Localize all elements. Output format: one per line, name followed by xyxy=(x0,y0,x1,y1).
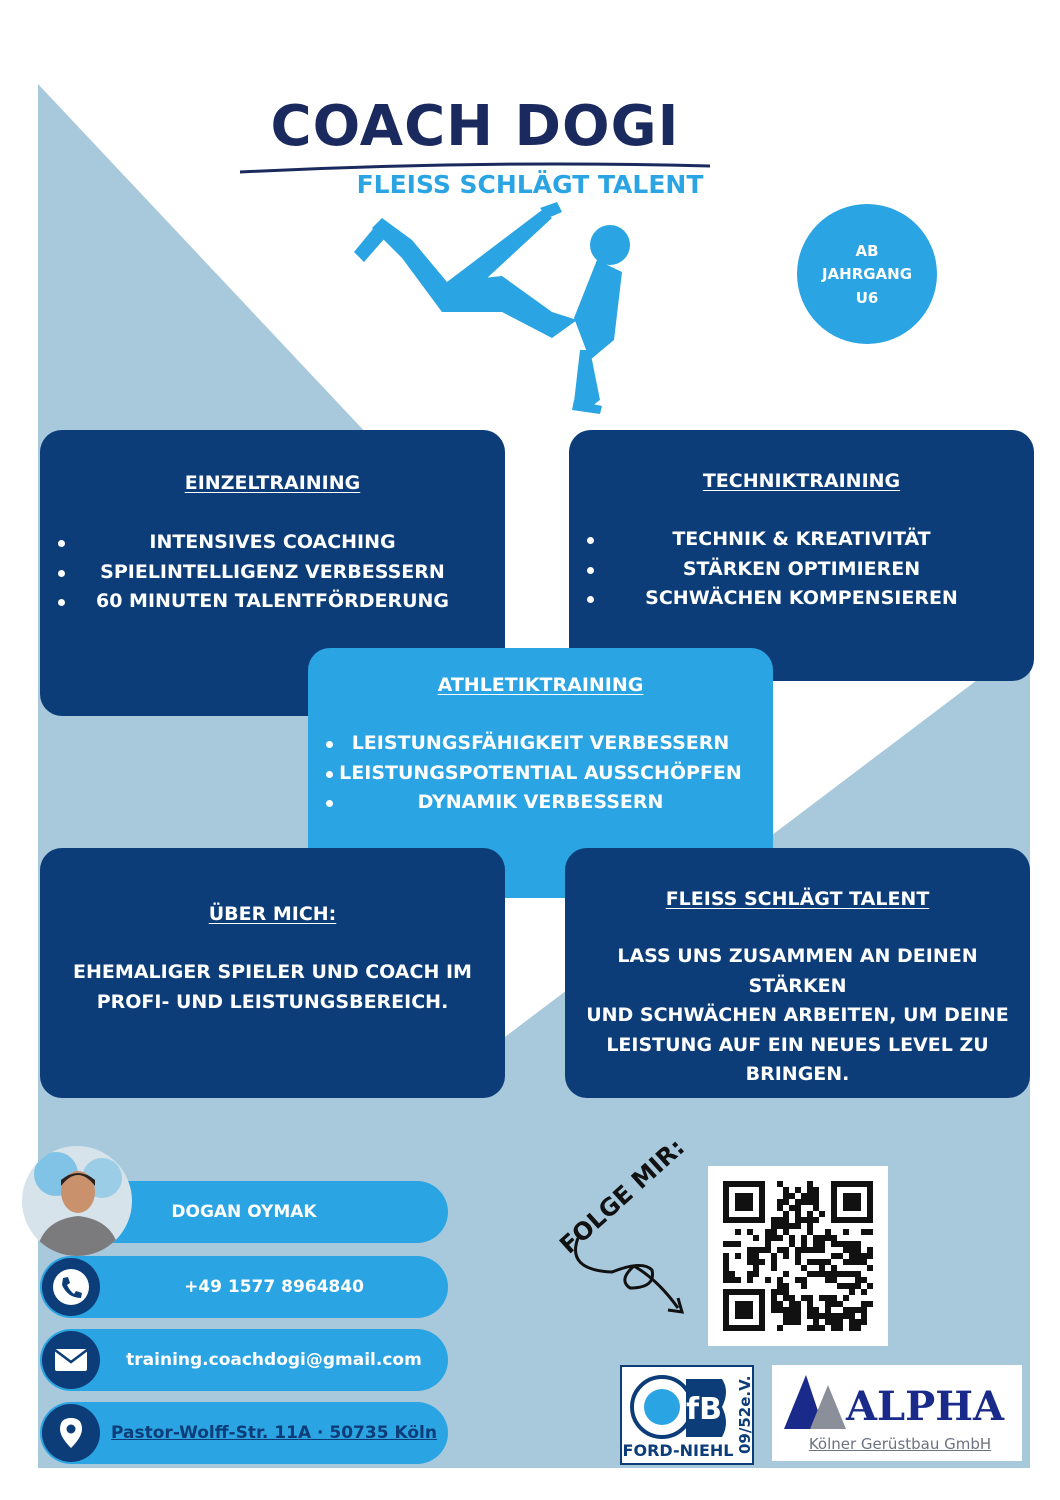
logo-tagline: FLEISS SCHLÄGT TALENT xyxy=(356,170,704,199)
card-einzeltraining: EINZELTRAINING INTENSIVES COACHING SPIEL… xyxy=(40,430,505,716)
club-year: 09/52e.V. xyxy=(736,1375,754,1455)
bullet-list: INTENSIVES COACHING SPIELINTELLIGENZ VER… xyxy=(40,528,505,617)
card-title: FLEISS SCHLÄGT TALENT xyxy=(665,888,930,910)
logo-swoosh xyxy=(239,162,711,174)
sponsor-alpha: ALPHA Kölner Gerüstbau GmbH xyxy=(772,1365,1022,1461)
alpha-logo-icon xyxy=(784,1375,846,1429)
list-item: SCHWÄCHEN KOMPENSIEREN xyxy=(569,584,1034,614)
qr-code[interactable] xyxy=(708,1166,888,1346)
logo-brand: COACH DOGI xyxy=(270,94,680,159)
card-title: ÜBER MICH: xyxy=(208,903,337,925)
address-pill[interactable]: Pastor-Wolff-Str. 11A · 50735 Köln xyxy=(40,1402,448,1464)
list-item: STÄRKEN OPTIMIEREN xyxy=(569,555,1034,585)
list-item: TECHNIK & KREATIVITÄT xyxy=(569,525,1034,555)
alpha-name: ALPHA xyxy=(846,1383,1005,1430)
card-fleiss: FLEISS SCHLÄGT TALENT LASS UNS ZUSAMMEN … xyxy=(565,848,1030,1098)
card-title: EINZELTRAINING xyxy=(184,472,361,494)
location-pin-icon xyxy=(42,1404,100,1462)
logo: COACH DOGI FLEISS SCHLÄGT TALENT xyxy=(230,88,720,208)
avatar xyxy=(22,1146,132,1256)
list-item: LEISTUNGSFÄHIGKEIT VERBESSERN xyxy=(308,729,773,759)
card-text: EHEMALIGER SPIELER UND COACH IM PROFI- U… xyxy=(73,961,472,1013)
email-address[interactable]: training.coachdogi@gmail.com xyxy=(126,1350,422,1370)
sponsor-ford-niehl: fB FORD-NIEHL 09/52e.V. xyxy=(620,1365,754,1465)
club-name: FORD-NIEHL xyxy=(622,1441,734,1460)
list-item: LEISTUNGSPOTENTIAL AUSSCHÖPFEN xyxy=(308,759,773,789)
email-pill[interactable]: training.coachdogi@gmail.com xyxy=(40,1329,448,1391)
list-item: INTENSIVES COACHING xyxy=(40,528,505,558)
age-badge: AB JAHRGANG U6 xyxy=(797,204,937,344)
mail-icon xyxy=(42,1331,100,1389)
card-title: ATHLETIKTRAINING xyxy=(437,674,644,696)
card-title: TECHNIKTRAINING xyxy=(702,470,901,492)
card-ueber-mich: ÜBER MICH: EHEMALIGER SPIELER UND COACH … xyxy=(40,848,505,1098)
club-crest-icon: fB xyxy=(630,1375,726,1439)
list-item: 60 MINUTEN TALENTFÖRDERUNG xyxy=(40,587,505,617)
badge-line-2: JAHRGANG xyxy=(821,265,913,283)
badge-line-3: U6 xyxy=(855,289,879,307)
bullet-list: LEISTUNGSFÄHIGKEIT VERBESSERN LEISTUNGSP… xyxy=(308,729,773,818)
bullet-list: TECHNIK & KREATIVITÄT STÄRKEN OPTIMIEREN… xyxy=(569,525,1034,614)
list-item: SPIELINTELLIGENZ VERBESSERN xyxy=(40,558,505,588)
player-silhouette-icon xyxy=(354,202,630,414)
arrow-icon xyxy=(574,1237,685,1314)
avatar-person-icon xyxy=(34,1152,122,1256)
alpha-subtitle: Kölner Gerüstbau GmbH xyxy=(808,1435,992,1453)
address-link[interactable]: Pastor-Wolff-Str. 11A · 50735 Köln xyxy=(111,1423,437,1443)
card-text: LASS UNS ZUSAMMEN AN DEINEN STÄRKEN UND … xyxy=(586,945,1009,1085)
contact-name: DOGAN OYMAK xyxy=(171,1202,317,1222)
svg-text:fB: fB xyxy=(686,1392,722,1427)
phone-number[interactable]: +49 1577 8964840 xyxy=(184,1277,364,1297)
phone-icon xyxy=(42,1258,100,1316)
list-item: DYNAMIK VERBESSERN xyxy=(308,788,773,818)
phone-pill[interactable]: +49 1577 8964840 xyxy=(40,1256,448,1318)
card-techniktraining: TECHNIKTRAINING TECHNIK & KREATIVITÄT ST… xyxy=(569,430,1034,681)
badge-line-1: AB xyxy=(855,242,879,260)
